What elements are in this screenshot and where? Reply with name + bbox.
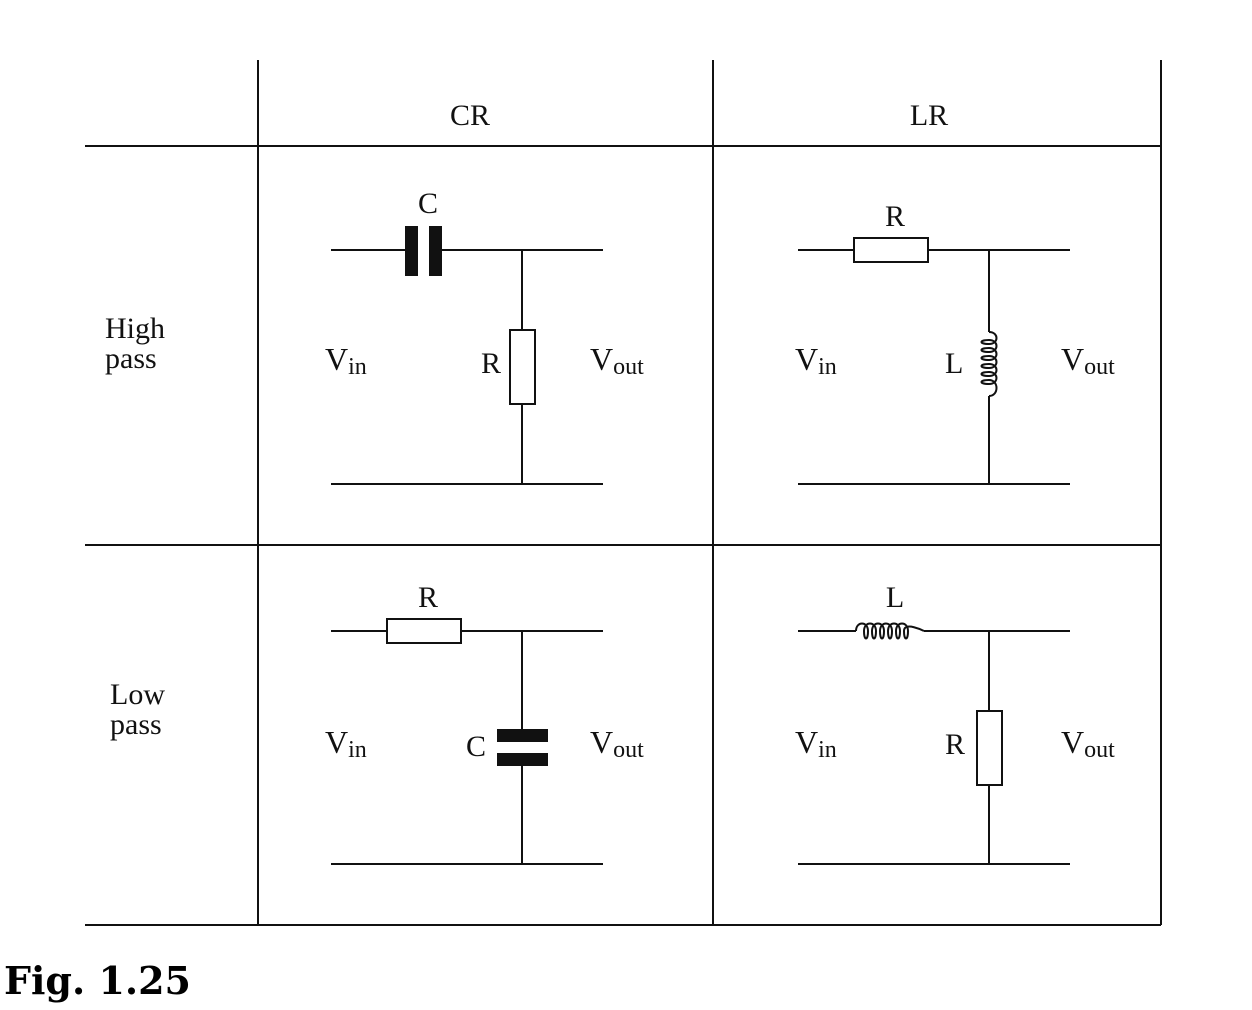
shunt-component-label: L — [945, 347, 963, 380]
inductor-coil-symbol — [980, 331, 998, 397]
column-header-lr: LR — [910, 99, 948, 132]
vin-label: Vin — [325, 724, 367, 763]
capacitor-plate-right — [429, 226, 442, 276]
vin-label: Vin — [795, 341, 837, 380]
circuit-low-pass-lr — [798, 622, 1070, 865]
capacitor-plate-bottom — [497, 753, 548, 766]
series-component-label: R — [418, 581, 438, 614]
vout-label: Vout — [1061, 341, 1115, 380]
circuit-high-pass-cr — [331, 249, 603, 485]
column-header-cr: CR — [450, 99, 490, 132]
circuit-high-pass-lr — [798, 237, 1070, 485]
shunt-component-label: R — [945, 728, 965, 761]
resistor-symbol — [509, 329, 536, 405]
series-component-label: L — [886, 581, 904, 614]
vout-label: Vout — [590, 724, 644, 763]
shunt-component-label: C — [466, 730, 486, 763]
series-component-label: C — [418, 187, 438, 220]
vout-label: Vout — [1061, 724, 1115, 763]
row-header-high-line1: High — [105, 312, 165, 345]
shunt-component-label: R — [481, 347, 501, 380]
row-header-low-line2: pass — [110, 708, 162, 741]
row-header-high-line2: pass — [105, 342, 157, 375]
circuit-low-pass-cr — [331, 618, 603, 865]
resistor-symbol — [853, 237, 929, 263]
series-component-label: R — [885, 200, 905, 233]
vin-label: Vin — [325, 341, 367, 380]
vout-label: Vout — [590, 341, 644, 380]
resistor-symbol — [976, 710, 1003, 786]
row-header-low-line1: Low — [110, 678, 165, 711]
inductor-coil-symbol — [855, 622, 925, 640]
vin-label: Vin — [795, 724, 837, 763]
capacitor-plate-top — [497, 729, 548, 742]
resistor-symbol — [386, 618, 462, 644]
capacitor-plate-left — [405, 226, 418, 276]
figure-caption: Fig. 1.25 — [4, 958, 191, 1003]
